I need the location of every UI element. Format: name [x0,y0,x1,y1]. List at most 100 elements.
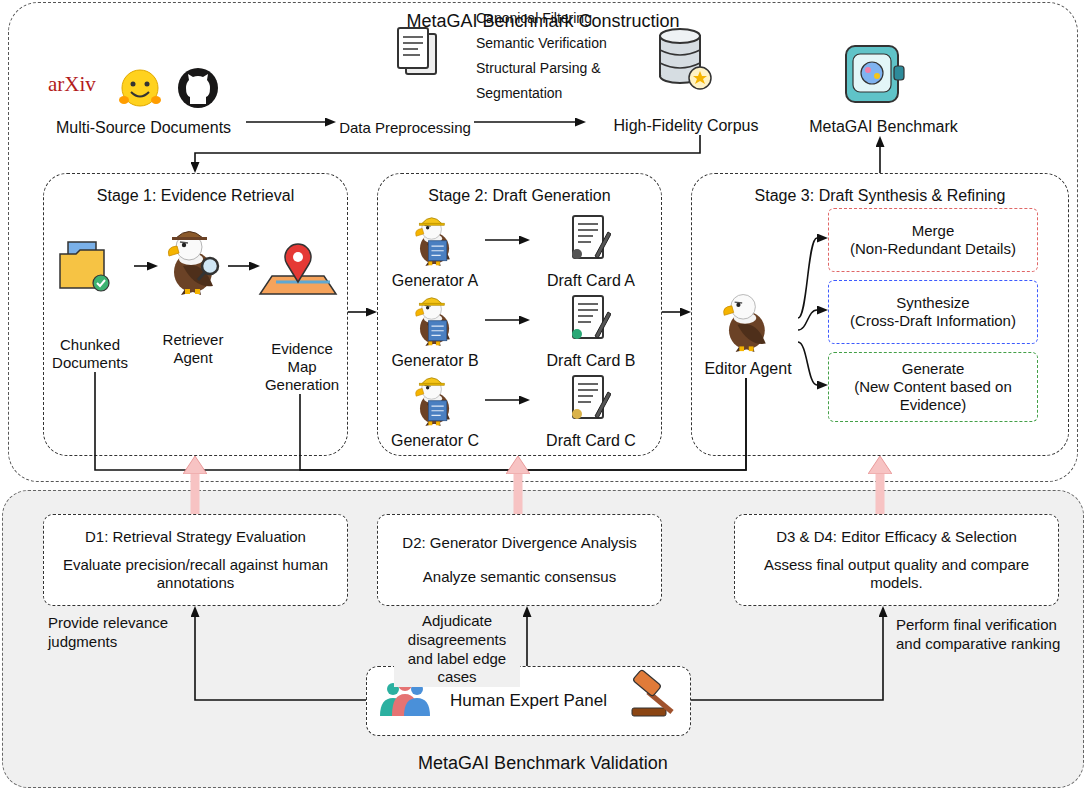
node-title: Chunked Documents [46,336,134,372]
flow-arrow [798,310,817,330]
node-title: D3 & D4: Editor Efficacy & Selection [776,528,1017,546]
huggingface-icon [145,82,150,87]
huggingface-icon [119,70,161,106]
node-title: Draft Card B [547,351,636,370]
map-pin-icon [285,244,311,282]
node-title: Retriever Agent [158,331,228,367]
huggingface-icon [151,96,161,104]
flow-arrow [798,342,817,385]
benchmark-icon [894,66,904,80]
node-title: Editor Agent [704,359,791,378]
node-title: MetaGAI Benchmark [809,117,958,136]
node-title: Generate [902,360,965,378]
draft-card-icon [572,296,611,339]
document-icon [398,28,436,74]
evaluation-box: D3 & D4: Editor Efficacy & SelectionAsse… [734,514,1059,606]
edge-label: Adjudicate disagreements and label edge … [394,612,520,687]
node-body: Assess final output quality and compare … [743,556,1050,592]
flow-arrow [485,319,519,321]
logo-text: arXiv [48,72,114,97]
draft-card-icon [573,296,611,338]
node-title: D1: Retrieval Strategy Evaluation [85,528,306,546]
feedback-arrow [876,474,885,514]
node-title: Draft Card A [547,271,635,290]
feedback-arrow [514,474,523,514]
benchmark-icon [861,62,883,84]
benchmark-icon [846,46,898,102]
editor-eagle [724,295,766,353]
retriever-eagle [168,232,218,296]
action-box: Synthesize(Cross-Draft Information) [828,280,1038,344]
flow-arrow [526,617,528,666]
generator-eagle [416,298,450,346]
huggingface-icon [119,96,129,104]
stage-box: Stage 1: Evidence RetrievalChunked Docum… [43,173,348,456]
benchmark-icon [853,54,891,92]
action-box: Generate(New Content based on Evidence) [828,352,1038,422]
node-title: Merge [912,222,955,240]
feedback-arrow [191,474,200,514]
flow-arrow [474,121,575,123]
database-icon [660,29,700,43]
node-title: Synthesize [896,294,969,312]
github-icon [186,74,210,104]
node-title: Data Preprocessing [339,119,471,137]
node-title: Generator A [392,271,478,290]
map-pin-icon [260,244,336,294]
draft-card-icon [572,376,611,419]
node-body: Evaluate precision/recall against human … [52,556,339,592]
evaluation-box: D2: Generator Divergence AnalysisAnalyze… [377,514,662,606]
generator-eagle [416,218,450,266]
generator-eagle [416,378,450,426]
gavel-icon [632,708,666,716]
node-body: (Non-Redundant Details) [850,240,1016,258]
node-title: Human Expert Panel [450,691,607,711]
node-title: High-Fidelity Corpus [614,116,759,135]
github-icon [178,68,218,108]
node-body: Analyze semantic consensus [423,568,616,586]
benchmark-icon [846,46,904,102]
document-icon [403,37,423,55]
node-title: Stage 2: Draft Generation [428,186,610,205]
flow-arrow [662,311,680,313]
flow-arrow [300,378,746,470]
folder-icon [97,280,105,286]
huggingface-icon [131,82,136,87]
draft-card-icon [572,249,582,259]
node-title: Generator C [391,431,479,450]
node-title: Generator B [391,351,478,370]
map-pin-icon [276,281,330,284]
node-title: D2: Generator Divergence Analysis [402,534,636,552]
github-icon [178,68,218,108]
node-body: (Cross-Draft Information) [850,312,1016,330]
action-box: Merge(Non-Redundant Details) [828,208,1038,272]
node-title: Multi-Source Documents [56,118,231,137]
edge-label: Provide relevance judgments [48,614,188,652]
node-title: Stage 3: Draft Synthesis & Refining [755,186,1006,205]
flow-arrow [485,399,519,401]
node-title: Draft Card C [546,431,636,450]
benchmark-icon [874,73,880,79]
edge-label: Perform final verification and comparati… [896,616,1072,654]
folder-icon [93,275,109,291]
database-icon [693,71,707,84]
flow-arrow [485,239,519,241]
benchmark-icon [865,67,871,73]
flow-arrow [246,121,325,123]
evaluation-box: D1: Retrieval Strategy EvaluationEvaluat… [43,514,348,606]
database-icon [660,29,711,89]
step-list: Canonical Filtering Semantic Verificatio… [476,6,618,106]
draft-card-icon [572,409,582,419]
flow-arrow [134,265,147,267]
database-icon [689,67,711,89]
node-body: (New Content based on Evidence) [835,378,1031,414]
flow-arrow [348,311,366,313]
node-title: Evidence Map Generation [260,340,344,394]
flow-arrow [228,265,249,267]
flow-arrow [195,135,700,162]
node-title: Stage 1: Evidence Retrieval [97,186,294,205]
flow-arrow [879,147,881,173]
node-title: MetaGAI Benchmark Validation [418,753,668,775]
